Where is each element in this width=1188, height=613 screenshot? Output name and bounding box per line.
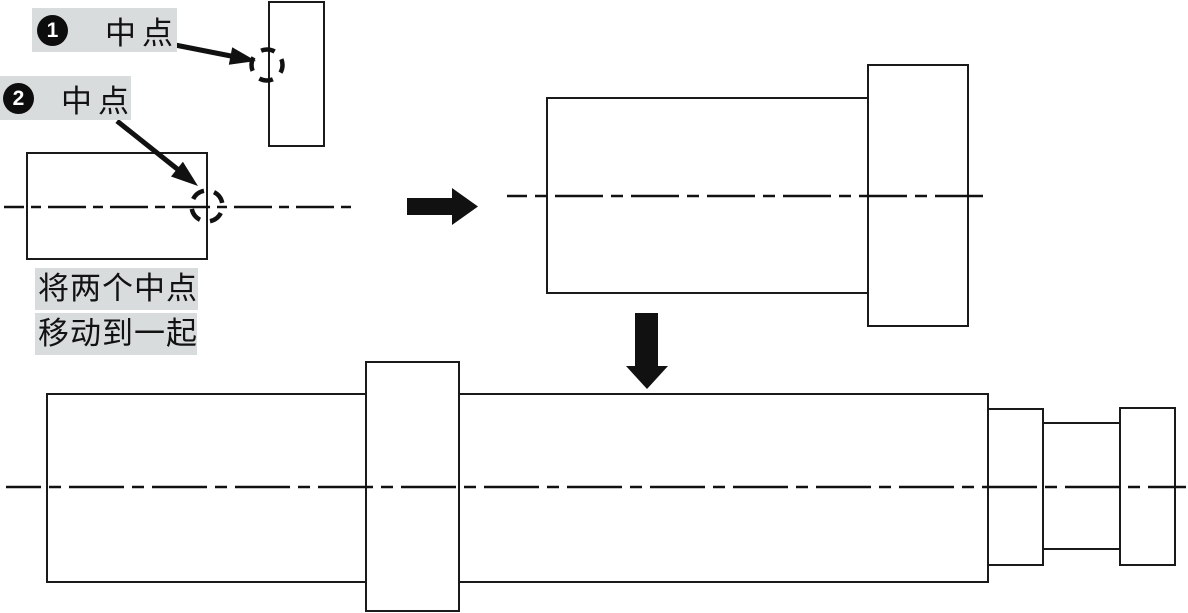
step-1-badge: 1 (37, 14, 68, 46)
caption-line-1: 将两个中点 (35, 268, 198, 310)
callout-1-label: 中点 (105, 15, 179, 51)
tall-rectangle-part (268, 1, 325, 147)
down-arrow-icon (626, 313, 668, 389)
leader-arrow-1 (169, 41, 256, 65)
leader-arrow-2 (115, 119, 198, 186)
callout-2-label: 中点 (61, 83, 135, 119)
callout-midpoint-1: 1 中点 (32, 8, 177, 52)
step-2-badge: 2 (3, 82, 34, 114)
right-arrow-icon (407, 188, 478, 225)
callout-midpoint-2: 2 中点 (0, 76, 131, 120)
caption-line-2: 移动到一起 (35, 313, 197, 355)
midpoint-marker-1 (249, 47, 285, 83)
